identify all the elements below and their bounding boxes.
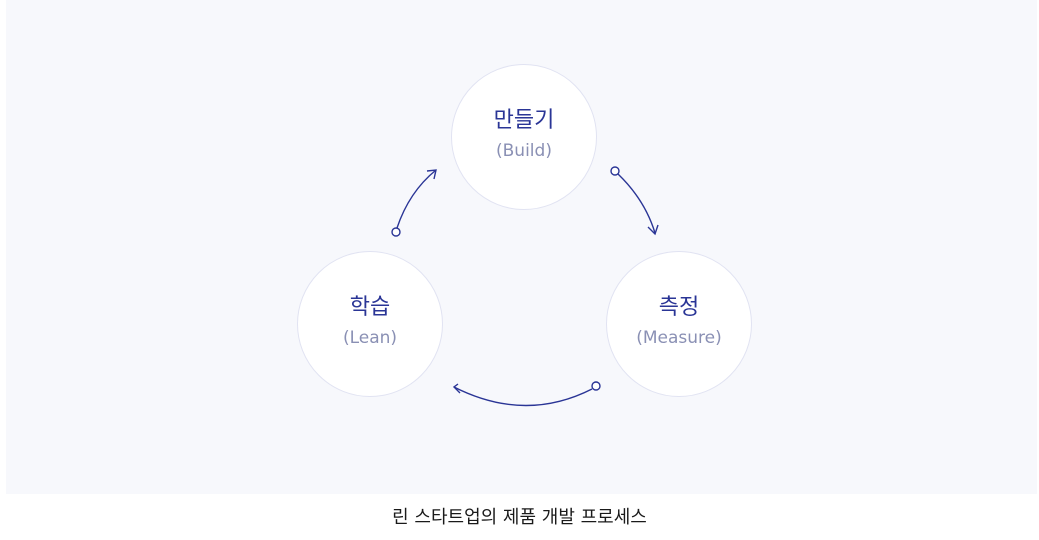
node-build-subtitle: (Build) [496, 141, 552, 161]
node-learn-title: 학습 [349, 295, 391, 320]
node-measure-subtitle: (Measure) [636, 328, 722, 348]
node-measure-title: 측정 [658, 295, 700, 320]
node-measure: 측정 (Measure) [606, 251, 752, 397]
figure-caption: 린 스타트업의 제품 개발 프로세스 [392, 507, 647, 528]
node-build: 만들기 (Build) [451, 64, 597, 210]
node-build-title: 만들기 [493, 108, 555, 133]
node-learn: 학습 (Lean) [297, 251, 443, 397]
node-learn-subtitle: (Lean) [342, 328, 398, 348]
